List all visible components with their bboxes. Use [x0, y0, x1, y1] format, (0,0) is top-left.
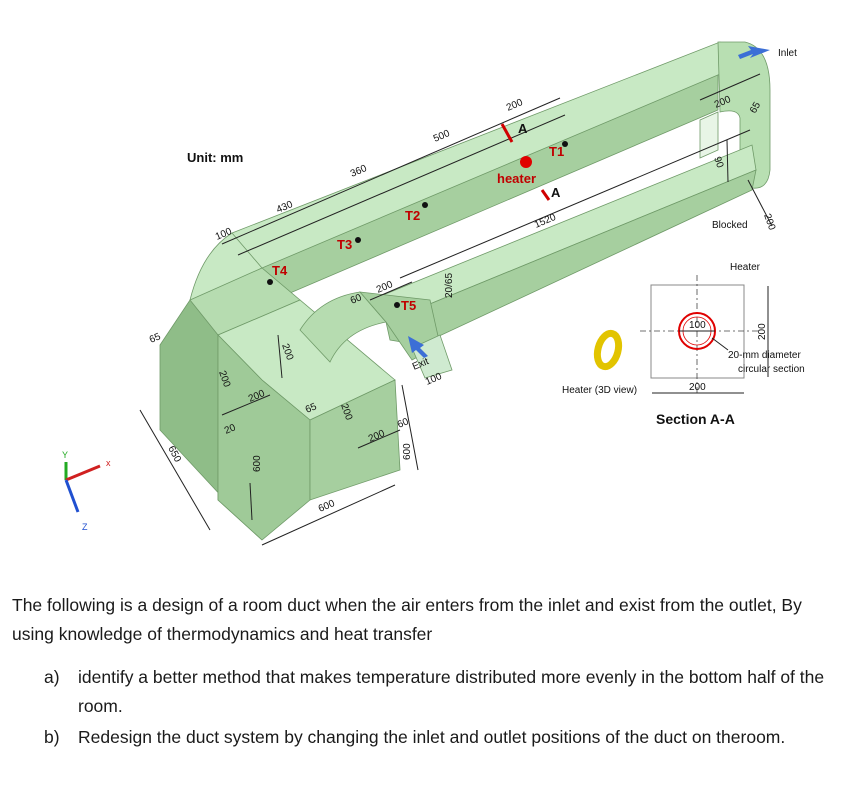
dim-500: 500 [432, 128, 452, 145]
section-line-a1 [500, 123, 514, 143]
dim-90: 90 [711, 155, 725, 170]
axis-y-label: Y [62, 450, 68, 460]
dim-360: 360 [349, 163, 369, 180]
heater-3d-label: Heater (3D view) [562, 385, 637, 396]
duct-design-figure: T1 T2 T3 T4 T5 A heater A 200 500 360 43… [62, 41, 805, 546]
inlet-bend [717, 41, 771, 189]
section-dim-100: 100 [689, 320, 706, 331]
t1-label: T1 [549, 144, 564, 159]
circular-note-2: circular section [738, 364, 805, 375]
section-dim-200-h: 200 [757, 323, 768, 340]
dim-60-a: 60 [349, 292, 364, 307]
flow-arrows [408, 46, 770, 358]
question-b: b) Redesign the duct system by changing … [44, 723, 844, 752]
dim-200-right: 200 [761, 212, 777, 232]
section-heater-label: Heater [730, 262, 761, 273]
dim-600-a: 600 [252, 455, 263, 472]
t4-label: T4 [272, 263, 288, 278]
heater-label: heater [497, 171, 536, 186]
blocked-face [699, 111, 719, 159]
axis-x-label: x [106, 458, 111, 468]
intro-paragraph: The following is a design of a room duct… [12, 595, 802, 644]
t1-marker [562, 141, 568, 147]
dim-65-inlet: 65 [748, 100, 763, 116]
t5-marker [394, 302, 400, 308]
heater-ring-icon [593, 329, 623, 371]
section-dim-200-w: 200 [689, 382, 706, 393]
duct-body [159, 41, 771, 541]
heater-3d-view: Heater (3D view) [562, 329, 637, 396]
inlet-label: Inlet [778, 48, 797, 59]
temperature-points: T1 T2 T3 T4 T5 [267, 141, 568, 313]
t2-marker [422, 202, 428, 208]
question-a-text: identify a better method that makes temp… [78, 667, 825, 716]
t2-label: T2 [405, 208, 420, 223]
dim-20: 20 [223, 422, 238, 437]
section-mark-a1: A [518, 121, 528, 136]
lower-duct-side [385, 169, 757, 346]
bottom-box-side [309, 379, 401, 501]
dim-20-65: 20/65 [444, 273, 455, 298]
axis-z-label: Z [82, 522, 88, 532]
question-a: a) identify a better method that makes t… [44, 663, 834, 721]
unit-label: Unit: mm [187, 150, 243, 165]
t3-label: T3 [337, 237, 352, 252]
t5-label: T5 [401, 298, 416, 313]
section-a-a: 100 200 200 Heater 20-mm diameter circul… [640, 262, 805, 427]
question-b-text: Redesign the duct system by changing the… [78, 727, 786, 747]
dim-65-left: 65 [148, 331, 163, 346]
heater-marks: A heater A [497, 121, 561, 201]
question-a-letter: a) [44, 667, 60, 687]
heater-dot [520, 156, 532, 168]
section-title: Section A-A [656, 411, 735, 427]
axis-triad: Y x Z [62, 450, 111, 532]
t3-marker [355, 237, 361, 243]
blocked-label: Blocked [712, 220, 748, 231]
question-b-letter: b) [44, 727, 60, 747]
exit-arrow-icon [408, 336, 428, 358]
dimension-texts: 200 500 360 430 100 1520 200 65 90 200 2… [148, 94, 777, 515]
dim-65-mid: 65 [304, 401, 319, 416]
section-line-a2 [540, 189, 551, 201]
dim-600-c: 600 [402, 443, 413, 460]
dim-60-b: 60 [396, 416, 411, 431]
dim-200-top: 200 [505, 97, 525, 114]
section-mark-a2: A [551, 185, 561, 200]
inlet-arrow-icon [738, 46, 770, 59]
t4-marker [267, 279, 273, 285]
circular-note-1: 20-mm diameter [728, 350, 801, 361]
